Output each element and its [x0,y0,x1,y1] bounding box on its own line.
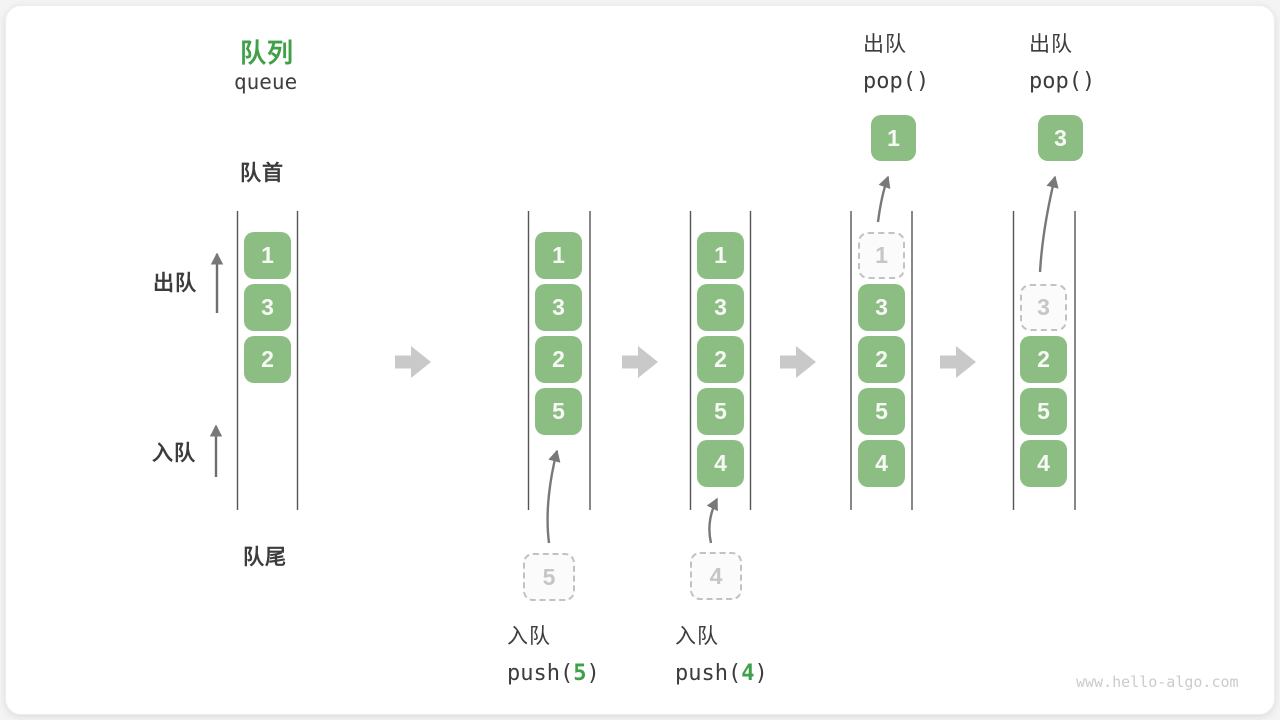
code-pre: push( [675,661,742,686]
op-dequeue-text: 出队 [1029,33,1073,56]
queue-element: 2 [1020,336,1067,383]
queue-element: 4 [697,440,744,487]
op-push-code: push(4) [675,661,768,686]
queue-element: 3 [697,284,744,331]
removed-element-ghost: 3 [1020,284,1067,331]
queue-element: 2 [535,336,582,383]
label-dequeue-side: 出队 [153,272,197,295]
operation-label-push-5: 入队 push(5) [507,620,600,686]
queue-element: 5 [1020,388,1067,435]
code-arg: 5 [573,661,587,686]
figure-card [5,5,1275,715]
op-enqueue-text: 入队 [675,625,719,648]
label-enqueue-side: 入队 [152,442,196,465]
queue-element: 2 [697,336,744,383]
queue-element: 2 [244,336,291,383]
queue-element: 5 [697,388,744,435]
queue-element: 2 [858,336,905,383]
queue-element: 1 [535,232,582,279]
incoming-element-ghost: 4 [690,552,742,600]
popped-element: 1 [871,115,916,161]
queue-element: 4 [858,440,905,487]
op-push-code: push(5) [507,661,600,686]
popped-element: 3 [1038,115,1083,161]
queue-element: 3 [535,284,582,331]
code-arg: 4 [741,661,755,686]
operation-label-pop-3: 出队 pop() [1029,28,1095,94]
queue-element: 5 [858,388,905,435]
op-pop-code: pop() [1029,69,1096,94]
watermark: www.hello-algo.com [1076,673,1239,691]
operation-label-push-4: 入队 push(4) [675,620,768,686]
code-pre: push( [507,661,574,686]
removed-element-ghost: 1 [858,232,905,279]
queue-element: 3 [244,284,291,331]
label-queue-rear: 队尾 [243,546,287,569]
op-enqueue-text: 入队 [507,625,551,648]
incoming-element-ghost: 5 [523,553,575,601]
queue-element: 4 [1020,440,1067,487]
op-pop-code: pop() [863,69,930,94]
op-dequeue-text: 出队 [863,33,907,56]
code-post: ) [586,661,600,686]
queue-element: 3 [858,284,905,331]
figure-title-en: queue [234,70,298,94]
queue-element: 1 [697,232,744,279]
figure-title-cn: 队列 [240,38,295,68]
label-queue-front: 队首 [240,162,284,185]
queue-element: 5 [535,388,582,435]
operation-label-pop-1: 出队 pop() [863,28,929,94]
code-post: ) [754,661,768,686]
queue-element: 1 [244,232,291,279]
